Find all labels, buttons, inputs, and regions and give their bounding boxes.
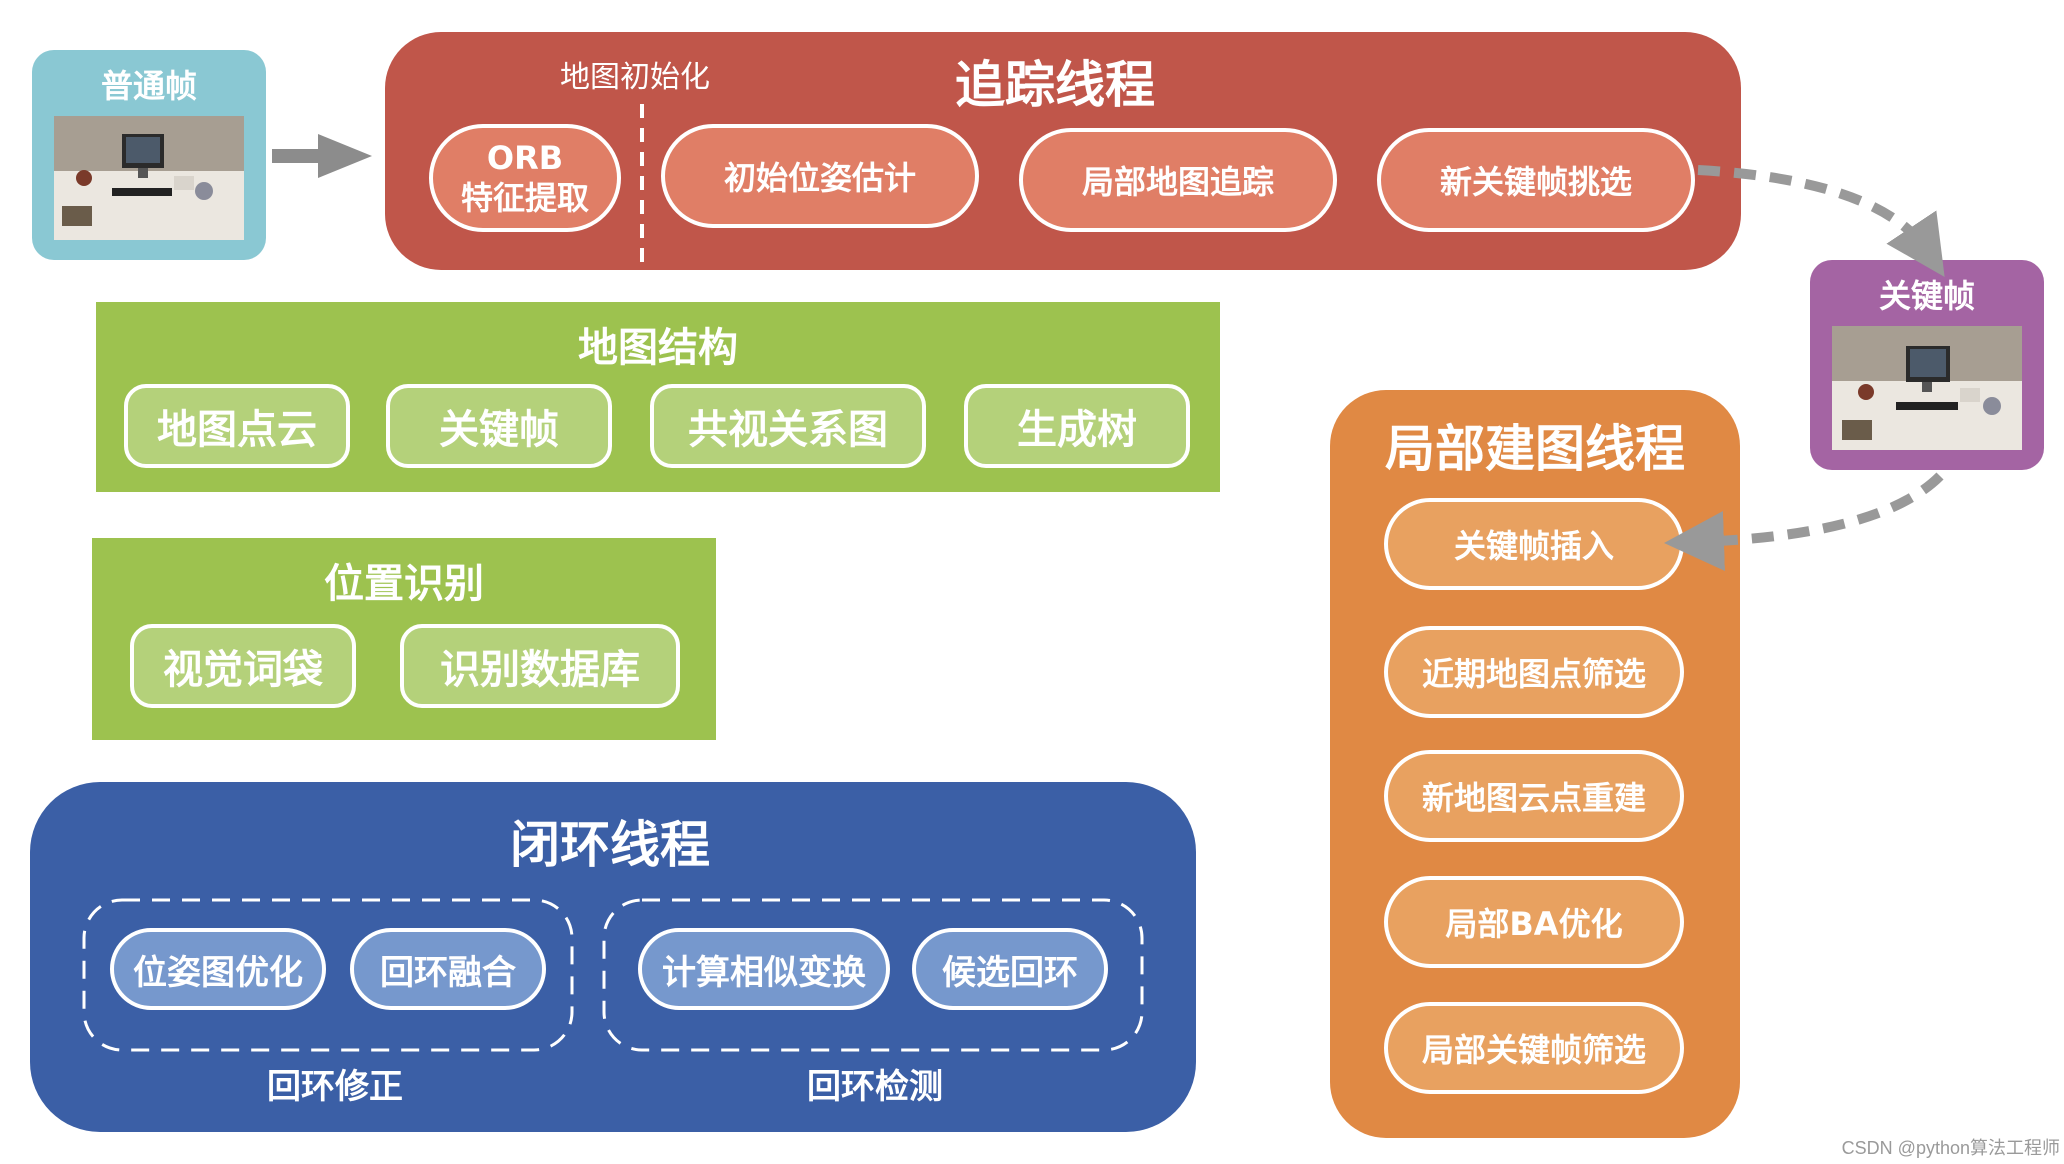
loop-detection-label: 回环检测	[807, 1066, 943, 1107]
keyframe-box: 关键帧	[1810, 260, 2044, 470]
tracking-thread-panel: 追踪线程 地图初始化 ORB 特征提取 初始位姿估计 局部地图追踪 新关键帧挑选	[385, 32, 1741, 270]
mapping-step-keyframe-insertion: 关键帧插入	[1384, 498, 1684, 590]
desk-scene-image	[54, 116, 244, 240]
local-mapping-panel: 局部建图线程 关键帧插入 近期地图点筛选 新地图云点重建 局部BA优化 局部关键…	[1330, 390, 1740, 1138]
mapping-step-new-point-creation: 新地图云点重建	[1384, 750, 1684, 842]
orb-pill-line1: ORB	[486, 139, 564, 177]
map-item-covisibility-graph: 共视关系图	[650, 384, 926, 468]
map-structure-panel: 地图结构 地图点云 关键帧 共视关系图 生成树	[96, 302, 1220, 492]
map-init-label: 地图初始化	[560, 60, 710, 95]
keyframe-photo	[1832, 326, 2022, 450]
normal-frame-photo	[54, 116, 244, 240]
frame-to-tracking-arrow	[272, 134, 372, 178]
tracking-step-initial-pose: 初始位姿估计	[661, 124, 979, 228]
loop-item-loop-fusion: 回环融合	[350, 928, 546, 1010]
normal-frame-title: 普通帧	[100, 67, 197, 105]
keyframe-title: 关键帧	[1878, 277, 1975, 315]
tracking-thread-title: 追踪线程	[955, 56, 1155, 114]
map-item-point-cloud: 地图点云	[124, 384, 350, 468]
tracking-step-new-keyframe: 新关键帧挑选	[1377, 128, 1695, 232]
map-item-spanning-tree: 生成树	[964, 384, 1190, 468]
loop-closing-title: 闭环线程	[510, 816, 710, 874]
place-recognition-title: 位置识别	[324, 561, 484, 607]
map-structure-title: 地图结构	[578, 325, 738, 371]
local-mapping-title: 局部建图线程	[1385, 420, 1685, 478]
loop-closing-panel: 闭环线程 位姿图优化 回环融合 计算相似变换 候选回环 回环修正 回环检测	[30, 782, 1196, 1132]
place-recognition-panel: 位置识别 视觉词袋 识别数据库	[92, 538, 716, 740]
orb-feature-extraction-pill: ORB 特征提取	[429, 124, 621, 232]
map-item-keyframe: 关键帧	[386, 384, 612, 468]
keyframe-desk-image	[1832, 326, 2022, 450]
mapping-step-recent-point-culling: 近期地图点筛选	[1384, 626, 1684, 718]
place-item-recognition-database: 识别数据库	[400, 624, 680, 708]
loop-item-candidate-loop: 候选回环	[912, 928, 1108, 1010]
place-item-bag-of-words: 视觉词袋	[130, 624, 356, 708]
mapping-step-keyframe-culling: 局部关键帧筛选	[1384, 1002, 1684, 1094]
loop-correction-label: 回环修正	[267, 1066, 403, 1107]
loop-item-compute-similarity: 计算相似变换	[638, 928, 890, 1010]
mapping-step-local-ba: 局部BA优化	[1384, 876, 1684, 968]
watermark: CSDN @python算法工程师	[1841, 1138, 2060, 1158]
tracking-step-local-map: 局部地图追踪	[1019, 128, 1337, 232]
orb-pill-line2: 特征提取	[460, 179, 589, 217]
loop-item-pose-graph-optimization: 位姿图优化	[110, 928, 326, 1010]
normal-frame-box: 普通帧	[32, 50, 266, 260]
